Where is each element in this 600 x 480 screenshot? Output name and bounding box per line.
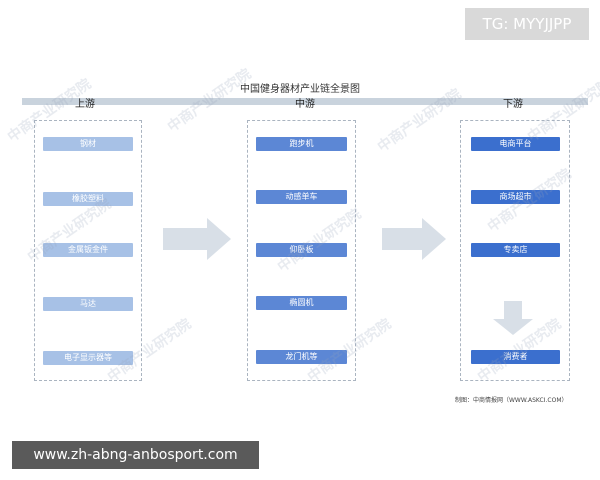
downstream-item: 专卖店 xyxy=(471,243,560,257)
downstream-item: 商场超市 xyxy=(471,190,560,204)
flow-arrow-down-icon xyxy=(493,301,533,335)
upstream-item: 橡胶塑料 xyxy=(43,192,133,206)
tg-badge: TG: MYYJJPP xyxy=(465,8,589,40)
upstream-item: 金属钣金件 xyxy=(43,243,133,257)
flow-arrow-right-icon xyxy=(382,218,446,260)
footer-url: www.zh-abng-anbosport.com xyxy=(12,441,259,469)
stage-label-upstream: 上游 xyxy=(75,99,95,110)
midstream-column: 跑步机 动感单车 仰卧板 椭圆机 龙门机等 xyxy=(247,120,356,381)
source-credit: 制图：中商情报网（WWW.ASKCI.COM） xyxy=(455,397,568,404)
consumer-item: 消费者 xyxy=(471,350,560,364)
downstream-item: 电商平台 xyxy=(471,137,560,151)
upstream-item: 马达 xyxy=(43,297,133,311)
midstream-item: 仰卧板 xyxy=(256,243,347,257)
flow-arrow-right-icon xyxy=(163,218,231,260)
midstream-item: 跑步机 xyxy=(256,137,347,151)
midstream-item: 龙门机等 xyxy=(256,350,347,364)
midstream-item: 椭圆机 xyxy=(256,296,347,310)
downstream-column: 电商平台 商场超市 专卖店 消费者 xyxy=(460,120,570,381)
upstream-item: 钢材 xyxy=(43,137,133,151)
stage-label-midstream: 中游 xyxy=(295,99,315,110)
diagram-title: 中国健身器材产业链全景图 xyxy=(240,84,360,95)
stage-label-downstream: 下游 xyxy=(503,99,523,110)
upstream-column: 钢材 橡胶塑料 金属钣金件 马达 电子显示器等 xyxy=(34,120,142,381)
midstream-item: 动感单车 xyxy=(256,190,347,204)
upstream-item: 电子显示器等 xyxy=(43,351,133,365)
stage-band xyxy=(22,98,588,105)
